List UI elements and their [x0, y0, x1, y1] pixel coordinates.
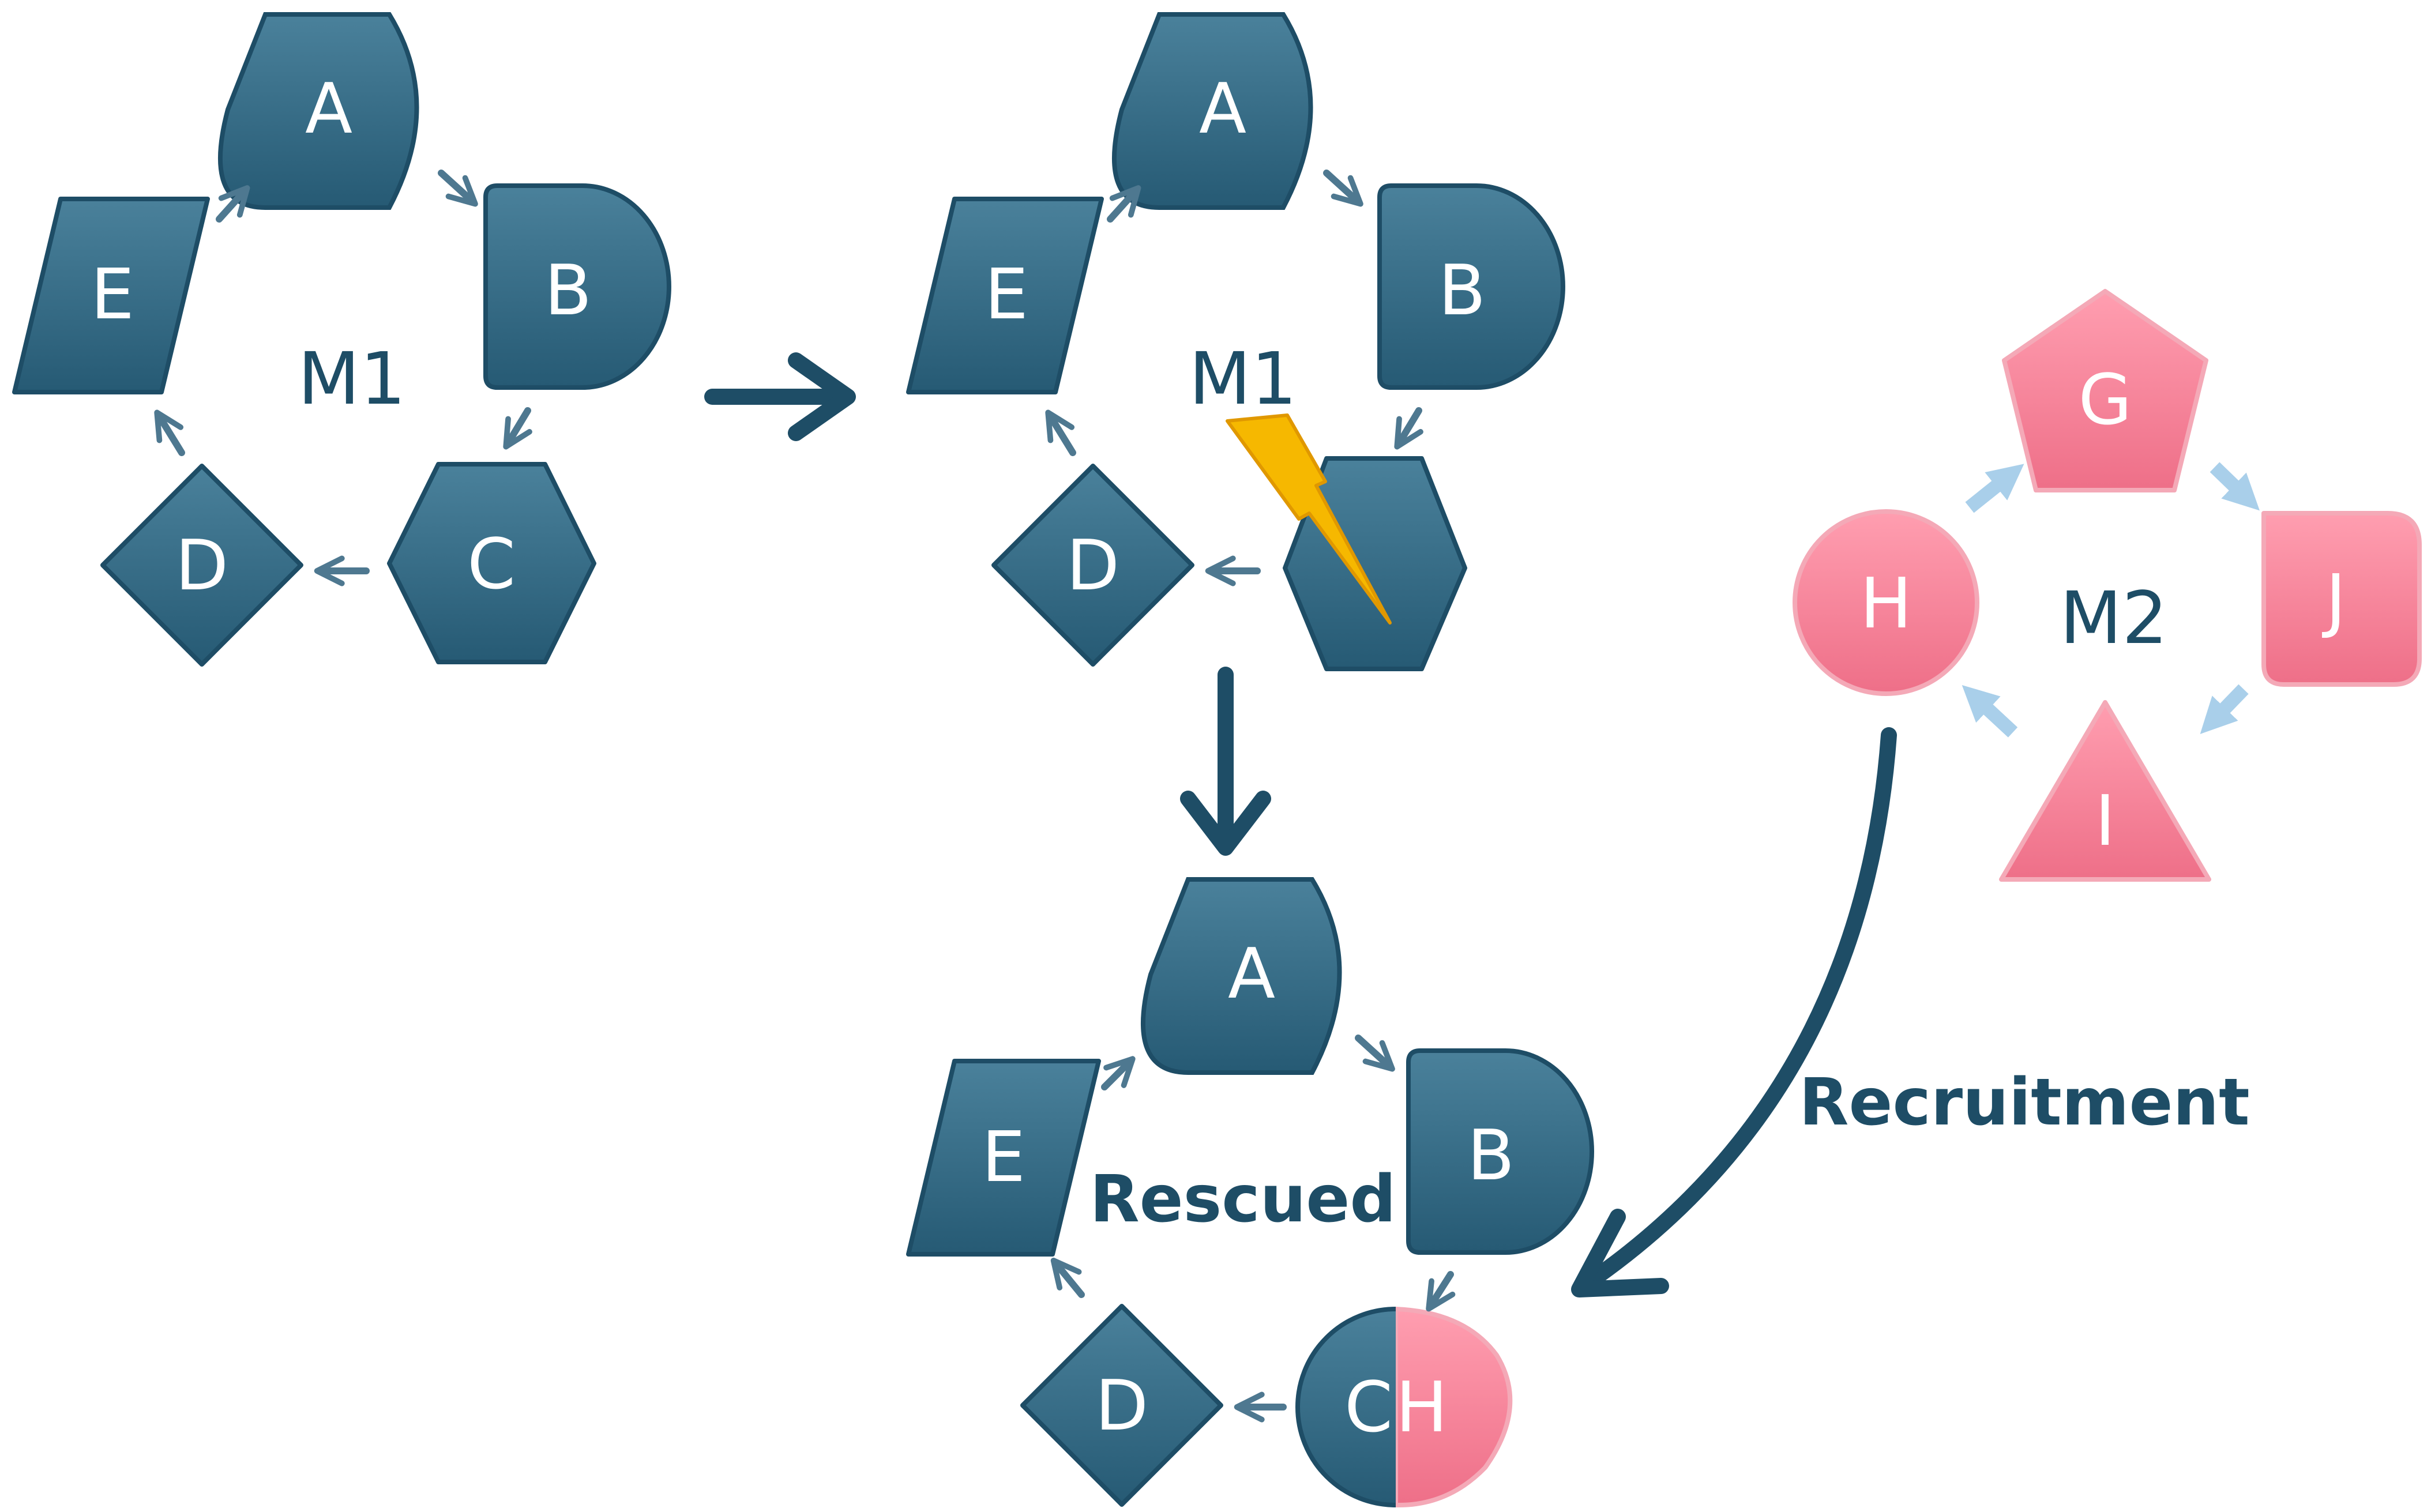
node-a: A [218, 12, 419, 210]
node-g-label: G [2079, 360, 2132, 441]
node-d-label: D [1095, 1366, 1148, 1446]
transition-arrow-down [1180, 667, 1271, 856]
node-g: G [2002, 289, 2208, 492]
cycle-arrows [1045, 170, 1423, 586]
cycle-arrows [1962, 462, 2260, 738]
arrow-e-to-a [1101, 1056, 1136, 1090]
node-e: E [906, 1059, 1101, 1257]
arrow-d-to-e [1045, 409, 1076, 456]
node-b-label: B [544, 251, 592, 331]
node-d: D [100, 464, 303, 667]
cluster-label-rescued: Rescued [1089, 1162, 1396, 1237]
recruitment-arrow [1571, 727, 1897, 1297]
node-b: B [1406, 1048, 1594, 1255]
node-j: J [2261, 511, 2422, 687]
node-b-label: B [1467, 1116, 1515, 1196]
arrow-d-to-e [1050, 1257, 1085, 1298]
arrow-i-to-h [1962, 685, 2018, 738]
cluster-m2: G J I H M2 [1793, 289, 2422, 882]
cycle-arrows [1050, 1035, 1456, 1423]
node-h: H [1793, 509, 1979, 696]
node-d: D [991, 464, 1194, 667]
node-a: A [1141, 877, 1342, 1075]
cluster-rescued: A B C H D E Rescued [906, 877, 1594, 1508]
arrow-e-to-a [216, 185, 250, 223]
node-e-label: E [91, 255, 134, 335]
arrow-a-to-b [1355, 1035, 1395, 1072]
node-h-label: H [1860, 564, 1912, 644]
arrow-h-to-g [1965, 464, 2024, 513]
node-b: B [1377, 183, 1565, 390]
arrow-e-to-a [1107, 185, 1141, 223]
node-e-label: E [982, 1118, 1025, 1198]
node-j-label: J [2321, 561, 2346, 641]
node-d-label: D [1066, 526, 1119, 606]
node-c-label: C [1344, 1368, 1393, 1448]
node-e: E [12, 197, 210, 394]
cluster-label-m1: M1 [298, 337, 405, 421]
node-c: C [387, 462, 596, 664]
arrow-a-to-b [1323, 170, 1363, 207]
node-a-label: A [305, 69, 352, 149]
arrow-g-to-j [2210, 462, 2260, 511]
node-ch-hybrid: C H [1295, 1306, 1513, 1508]
node-b: B [483, 183, 671, 390]
node-a: A [1112, 12, 1313, 210]
arrow-d-to-e [154, 409, 185, 456]
cluster-label-m1: M1 [1189, 337, 1297, 421]
node-e: E [906, 197, 1104, 394]
arrow-b-to-c [1426, 1271, 1456, 1312]
node-a-label: A [1228, 934, 1275, 1014]
cycle-arrows [154, 170, 532, 586]
node-b-label: B [1438, 251, 1486, 331]
node-h-label: H [1396, 1368, 1448, 1448]
cluster-m1-damaged: A B D E M1 [906, 12, 1565, 671]
arrow-b-to-c [503, 407, 532, 450]
node-i: I [1999, 700, 2211, 882]
node-a-label: A [1199, 69, 1246, 149]
lightning-bolt-icon [1226, 413, 1392, 625]
node-d: D [1020, 1304, 1223, 1507]
arrow-b-to-c [1394, 407, 1423, 450]
recruitment-label: Recruitment [1799, 1065, 2249, 1140]
arrow-j-to-i [2200, 684, 2249, 734]
transition-arrow-right [704, 352, 856, 441]
node-e-label: E [985, 255, 1028, 335]
cluster-m1-original: A B C D E M1 [12, 12, 671, 667]
node-c-label: C [467, 525, 516, 605]
node-d-label: D [175, 526, 228, 606]
cluster-label-m2: M2 [2060, 577, 2167, 660]
node-i-label: I [2095, 781, 2115, 862]
arrow-a-to-b [438, 170, 478, 207]
